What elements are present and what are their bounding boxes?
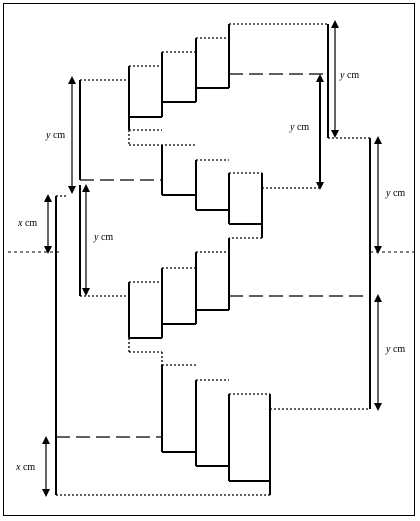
diagram-frame xyxy=(3,3,415,516)
label-x-left-bottom: x cm xyxy=(15,462,35,473)
label-y-left-upper: y cm xyxy=(45,130,65,141)
label-y-right-top: y cm xyxy=(339,70,359,81)
label-y-left-mid: y cm xyxy=(93,232,113,243)
label-x-left-top: x cm xyxy=(17,218,37,229)
label-y-right-upper: y cm xyxy=(289,122,309,133)
label-y-right-lower: y cm xyxy=(385,344,405,355)
label-y-right-mid: y cm xyxy=(385,188,405,199)
